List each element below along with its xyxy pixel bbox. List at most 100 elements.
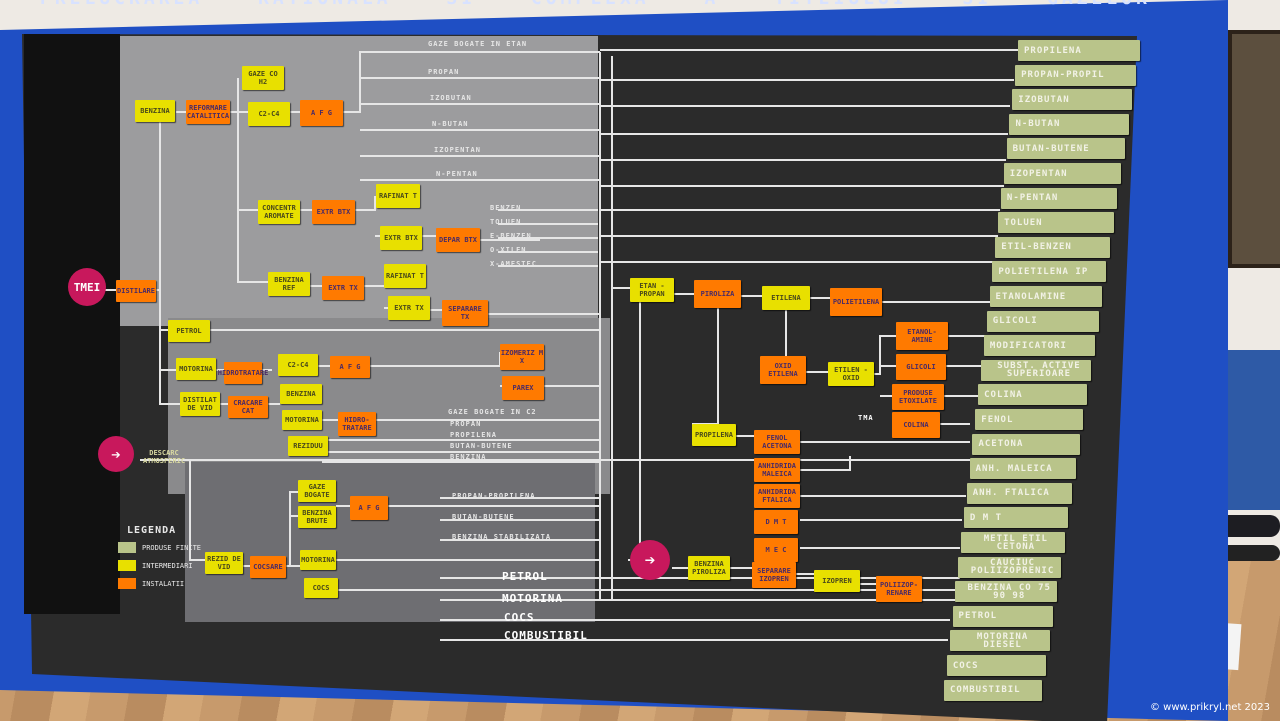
final-product-item: GLICOLI (986, 310, 1099, 332)
box-gaze-co: GAZE CO H2 (242, 66, 284, 90)
box-izomeriz: IZOMERIZ M X (500, 344, 544, 370)
box-motorina-3: MOTORINA (300, 550, 336, 570)
box-concentr-aromate: CONCENTR AROMATE (258, 200, 300, 224)
box-fenol-acetona: FENOL ACETONA (754, 430, 800, 454)
box-cocsare: COCSARE (250, 556, 286, 578)
box-cocs: COCS (304, 578, 338, 598)
box-motorina: MOTORINA (176, 358, 216, 380)
box-extr-btx: EXTR BTX (312, 200, 355, 224)
final-product-item: COMBUSTIBIL (944, 679, 1042, 701)
final-product-item: COCS (946, 655, 1046, 676)
final-product-item: SUBST. ACTIVE SUPERIOARE (981, 359, 1091, 381)
box-propilena: PROPILENA (692, 424, 736, 446)
stream-label: PROPAN (450, 420, 482, 428)
zone-lower (185, 462, 595, 622)
box-c2c4-b: C2-C4 (278, 354, 318, 376)
final-product-item: ETIL-BENZEN (995, 236, 1110, 258)
final-product-item: MODIFICATORI (983, 335, 1095, 357)
stream-label: BENZINA STABILIZATA (452, 533, 552, 541)
legend-swatch-instalatii (118, 578, 136, 589)
final-product-item: N-PENTAN (1000, 187, 1118, 209)
legend-item: PRODUSE FINITE (118, 542, 201, 553)
box-etan-propan: ETAN -PROPAN (630, 278, 674, 302)
box-dmt: D M T (754, 510, 798, 534)
tmei-logo: TMEI (68, 268, 106, 306)
box-cracare-cat: CRACARE CAT (228, 396, 268, 418)
legend-label: INSTALATII (142, 579, 185, 588)
box-hidro-tratare-2: HIDRO- TRATARE (338, 412, 376, 436)
box-motorina-2: MOTORINA (282, 410, 322, 430)
box-extr-tx-y: EXTR TX (388, 296, 430, 320)
box-mec: M E C (754, 538, 798, 562)
box-descarc: DESCARC ATMOSFERIC (142, 449, 186, 465)
final-product-item: CAUCIUC POLIIZOPRENIC (958, 556, 1061, 578)
arrow-logo-icon: ➔ (644, 549, 656, 571)
arrow-logo: ➔ (98, 436, 134, 472)
box-poliizoprenare: POLIIZOP- RENARE (876, 576, 922, 602)
box-glicoli: GLICOLI (896, 354, 946, 380)
legend-item: INTERMEDIARI (118, 560, 193, 571)
legend-label: INTERMEDIARI (142, 561, 193, 570)
stream-label: BENZEN (490, 204, 522, 212)
box-separare-izopren: SEPARARE IZOPREN (752, 562, 796, 588)
box-hidrotratare: HIDROTRATARE (218, 362, 268, 384)
stream-label: BENZINA (450, 453, 487, 461)
wall-painting (1228, 30, 1280, 268)
stream-label: PROPILENA (450, 431, 497, 439)
final-product-item: POLIETILENA IP (992, 261, 1107, 283)
stream-label: BUTAN-BUTENE (450, 442, 513, 450)
box-etanolamine: ETANOL- AMINE (896, 322, 948, 350)
stream-label: N-PENTAN (436, 170, 478, 178)
box-rafinat-1: RAFINAT T (376, 184, 420, 208)
stream-label: GAZE BOGATE IN ETAN (428, 40, 528, 48)
big-label-petrol: PETROL (502, 570, 548, 583)
box-distilare: DISTILARE (116, 280, 156, 302)
arrow-logo-2: ➔ (630, 540, 670, 580)
box-afg-3: A F G (350, 496, 388, 520)
stream-label: TOLUEN (490, 218, 522, 226)
box-benzina-2: BENZINA (280, 384, 322, 404)
box-reziduu: REZIDUU (288, 436, 328, 456)
board-title: PRELUCRAREA RATIONALA SI COMPLEXA A TITE… (40, 0, 1147, 9)
box-benzina: BENZINA (135, 100, 175, 122)
final-product-item: IZOBUTAN (1012, 89, 1133, 111)
box-benzina-brute: BENZINA BRUTE (298, 506, 336, 528)
stream-label: E-BENZEN (490, 232, 532, 240)
box-reformare-catalitica: REFORMARE CATALITICA (186, 100, 230, 124)
box-extr-btx-y: EXTR BTX (380, 226, 422, 250)
photo-credit: © www.prikryl.net 2023 (1149, 702, 1270, 713)
final-product-item: METIL ETIL CETONA (961, 532, 1065, 553)
box-c2c4: C2-C4 (248, 102, 290, 126)
stream-label: PROPAN-PROPILENA (452, 492, 536, 500)
box-produse-etoxilate: PRODUSE ETOXILATE (892, 384, 944, 410)
final-product-item: IZOPENTAN (1003, 163, 1122, 184)
box-depar-btx: DEPAR BTX (436, 228, 480, 252)
legend-item: INSTALATII (118, 578, 184, 589)
final-product-item: COLINA (978, 384, 1088, 406)
label-tma: TMA (858, 414, 874, 422)
box-oxid-etilena: OXID ETILENA (760, 356, 806, 384)
stream-label: IZOBUTAN (430, 94, 472, 102)
final-product-item: PETROL (952, 605, 1054, 627)
box-colina: COLINA (892, 412, 940, 438)
legend-swatch-produse (118, 542, 136, 553)
box-anhidrida-maleica: ANHIDRIDA MALEICA (754, 458, 800, 482)
tmei-logo-text: TMEI (73, 280, 101, 294)
final-product-item: ANH. MALEICA (969, 458, 1076, 480)
box-extr-tx: EXTR TX (322, 276, 364, 300)
final-product-item: ETANOLAMINE (989, 286, 1103, 307)
stream-label: O-XILEN (490, 246, 527, 254)
box-benzina-piroliza: BENZINA PIROLIZA (688, 556, 730, 580)
final-product-item: ANH. FTALICA (966, 482, 1073, 504)
legend-swatch-intermediari (118, 560, 136, 571)
stream-label: X-AMESTEC (490, 260, 537, 268)
final-product-item: PROPILENA (1018, 40, 1140, 61)
final-product-item: N-BUTAN (1009, 113, 1129, 135)
stream-label: N-BUTAN (432, 120, 469, 128)
stream-label: BUTAN-BUTENE (452, 513, 515, 521)
box-afg-1: A F G (300, 100, 343, 126)
big-label-cocs: COCS (504, 611, 535, 624)
legend-label: PRODUSE FINITE (142, 543, 202, 552)
box-izopren: IZOPREN (814, 570, 860, 592)
